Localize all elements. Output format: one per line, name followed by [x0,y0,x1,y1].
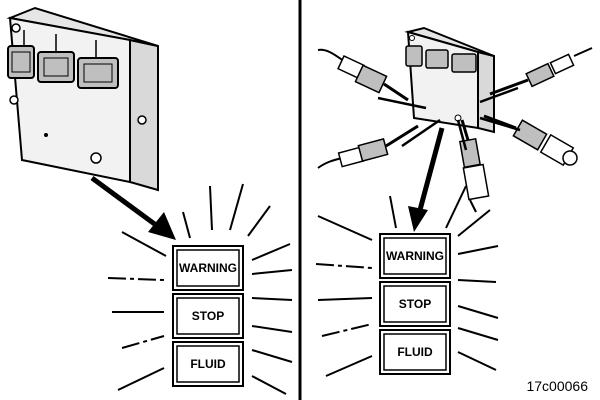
right-glow-rays [315,185,499,377]
right-lamp-stack: WARNING STOP FLUID [379,233,451,375]
left-panel: WARNING STOP FLUID [6,6,293,395]
right-control-module [404,26,495,134]
left-warning-lamp-label: WARNING [179,261,237,275]
left-stop-lamp-label: STOP [192,309,224,323]
right-pointer-lines [377,86,521,151]
left-control-module [6,6,159,192]
left-fluid-lamp-label: FLUID [190,357,226,371]
right-sensors [317,47,593,213]
figure-id: 17c00066 [526,378,588,394]
right-arrow [408,127,445,232]
right-panel: WARNING STOP FLUID [315,26,593,377]
left-glow-rays [107,183,293,395]
left-module-connectors [7,30,119,89]
right-stop-lamp-label: STOP [399,297,431,311]
right-fluid-lamp-label: FLUID [397,345,433,359]
left-arrow [90,175,176,240]
right-warning-lamp-label: WARNING [386,249,444,263]
left-lamp-stack: WARNING STOP FLUID [172,245,244,387]
